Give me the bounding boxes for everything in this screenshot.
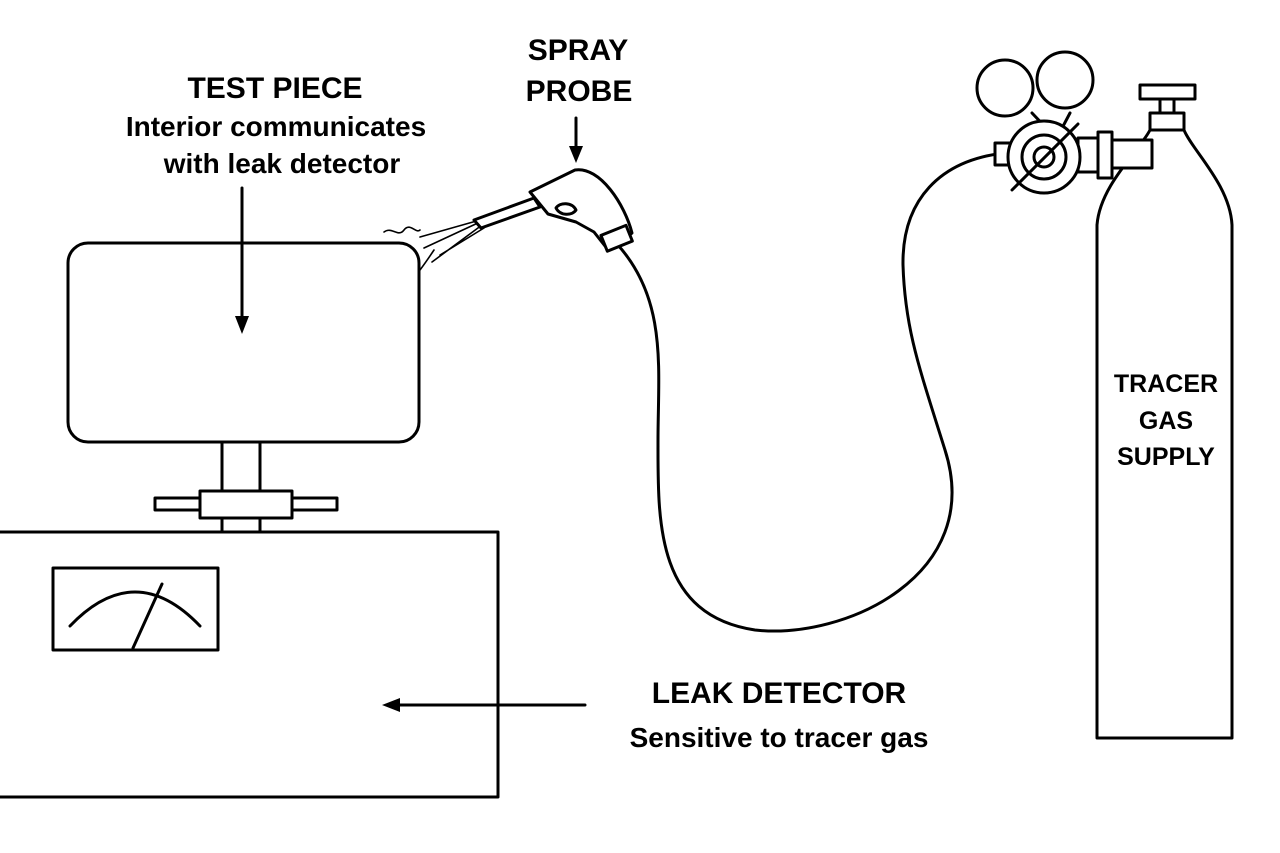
tracer-line3: SUPPLY [1117, 443, 1215, 471]
test-piece-title: TEST PIECE [187, 72, 362, 105]
test-piece-line1: Interior communicates [126, 111, 426, 142]
spray-probe [383, 168, 634, 271]
test-piece-stem [220, 440, 262, 493]
label-leak-detector: LEAK DETECTOR Sensitive to tracer gas [630, 677, 929, 753]
spray-probe-line1: SPRAY [528, 34, 629, 67]
meter-window [51, 566, 220, 652]
leak-detector-title: LEAK DETECTOR [652, 677, 907, 710]
leak-detector-desc: Sensitive to tracer gas [630, 722, 929, 753]
spray-jet-icon [419, 219, 485, 263]
gauge-right-icon [1035, 50, 1095, 110]
tracer-gas-tank [1095, 83, 1234, 740]
label-tracer-gas: TRACER GAS SUPPLY [1114, 370, 1218, 471]
meter-needle [131, 582, 164, 650]
tracer-line1: TRACER [1114, 370, 1218, 398]
arrow-test-piece-icon [235, 186, 249, 334]
test-piece [66, 241, 421, 534]
spray-probe-line2: PROBE [526, 75, 633, 108]
gauge-left-icon [975, 58, 1035, 118]
label-spray-probe: SPRAY PROBE [526, 34, 633, 108]
coupling-fitting [198, 489, 294, 520]
label-test-piece: TEST PIECE Interior communicates with le… [126, 72, 426, 179]
test-piece-line2: with leak detector [163, 148, 401, 179]
pressure-regulator [975, 50, 1154, 195]
arrow-leak-detector-icon [382, 698, 587, 712]
tracer-line2: GAS [1139, 407, 1193, 435]
meter-scale-arc [68, 590, 202, 628]
gas-hose [615, 151, 1007, 633]
arrow-spray-probe-icon [569, 116, 583, 163]
leak-detector-unit [0, 530, 500, 799]
